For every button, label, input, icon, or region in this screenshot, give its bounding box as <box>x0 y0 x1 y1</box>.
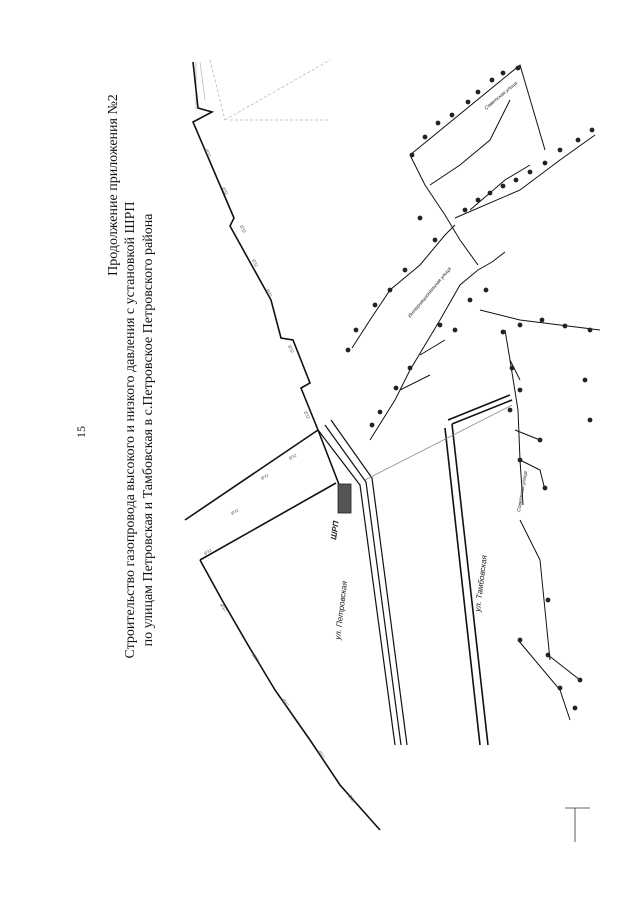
pipeline-segment-labels: Ø32 Ø32 Ø32 Ø32 Ø32 Ø32 Ø32 Ø32 Ø32 Ø32 … <box>203 148 356 803</box>
svg-text:Ø32: Ø32 <box>281 698 290 708</box>
street-petrovskaya-road <box>317 419 408 746</box>
svg-text:Ø32: Ø32 <box>265 288 273 298</box>
svg-text:Ø32: Ø32 <box>203 547 213 556</box>
shrp-cabinet-icon <box>337 483 352 514</box>
svg-text:Ø32: Ø32 <box>260 472 270 481</box>
svg-text:Ø32: Ø32 <box>239 224 247 234</box>
corner-mark <box>565 807 590 842</box>
street-tambovskaya-road <box>444 394 513 746</box>
street-sovetskaya-bottom-label: Советская улица <box>516 471 529 513</box>
street-internatsionalnaya-label: Интернациональная улица <box>407 266 453 319</box>
svg-text:Ø32: Ø32 <box>221 186 229 196</box>
map-labels: ШРП ул. Петровская ул. Тамбовская Интерн… <box>329 80 529 641</box>
street-sovetskaya-top-label: Советская улица <box>483 80 519 111</box>
street-petrovskaya-label: ул. Петровская <box>333 580 349 641</box>
svg-text:Ø32: Ø32 <box>230 507 240 516</box>
cadastral-background-lines <box>195 59 331 121</box>
svg-text:Ø32: Ø32 <box>287 344 295 354</box>
high-pressure-pipeline <box>184 61 381 831</box>
svg-text:Ø32: Ø32 <box>251 653 260 663</box>
service-taps <box>345 65 595 711</box>
svg-text:Ø32: Ø32 <box>303 410 311 420</box>
svg-text:Ø32: Ø32 <box>251 258 259 268</box>
svg-text:Ø32: Ø32 <box>219 603 228 613</box>
svg-text:Ø32: Ø32 <box>347 794 356 804</box>
street-tambovskaya-label: ул. Тамбовская <box>473 554 489 613</box>
svg-text:Ø32: Ø32 <box>288 452 298 461</box>
svg-text:Ø32: Ø32 <box>204 148 212 158</box>
svg-text:Ø32: Ø32 <box>317 750 326 760</box>
shrp-label: ШРП <box>329 520 341 540</box>
connector-line <box>364 404 513 481</box>
low-pressure-network <box>351 64 601 721</box>
